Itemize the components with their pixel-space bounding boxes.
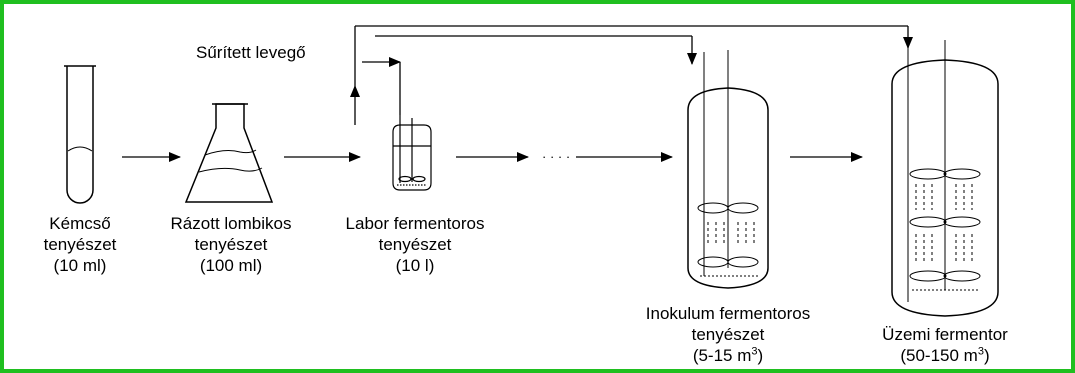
stage-2-line2: tenyészet — [194, 235, 268, 254]
stage-5-line3: (50-150 m3) — [900, 345, 990, 365]
air-supply-label: Sűrített levegő — [196, 43, 306, 62]
stage-label-inoculum-fermentor: Inokulum fermentoros tenyészet (5-15 m3) — [613, 303, 843, 366]
flow-gap-dots: · · · · — [542, 149, 570, 164]
stage-4-line3: (5-15 m3) — [692, 345, 764, 365]
stage-3-line1: Labor fermentoros — [345, 214, 485, 233]
lab-fermentor-icon — [392, 115, 432, 191]
inoculum-fermentor-icon — [687, 50, 769, 289]
test-tube-icon — [64, 65, 96, 204]
stage-1-line3: (10 ml) — [53, 256, 107, 275]
stage-4-line1: Inokulum fermentoros — [645, 304, 811, 323]
stage-3-line2: tenyészet — [378, 235, 452, 254]
stage-label-lab-fermentor: Labor fermentoros tenyészet (10 l) — [320, 213, 510, 276]
stage-label-test-tube: Kémcső tenyészet (10 ml) — [20, 213, 140, 276]
stage-2-line1: Rázott lombikos — [170, 214, 292, 233]
production-fermentor-icon — [891, 40, 999, 317]
stage-3-line3: (10 l) — [395, 256, 435, 275]
stage-2-line3: (100 ml) — [199, 256, 263, 275]
stage-label-production-fermentor: Üzemi fermentor (50-150 m3) — [860, 324, 1030, 366]
stage-1-line2: tenyészet — [43, 235, 117, 254]
stage-4-line2: tenyészet — [691, 325, 765, 344]
shake-flask-icon — [184, 103, 274, 203]
stage-label-shake-flask: Rázott lombikos tenyészet (100 ml) — [146, 213, 316, 276]
compressed-air-lines — [350, 25, 913, 125]
stage-5-line1: Üzemi fermentor — [882, 325, 1008, 344]
stage-1-line1: Kémcső — [49, 214, 111, 233]
